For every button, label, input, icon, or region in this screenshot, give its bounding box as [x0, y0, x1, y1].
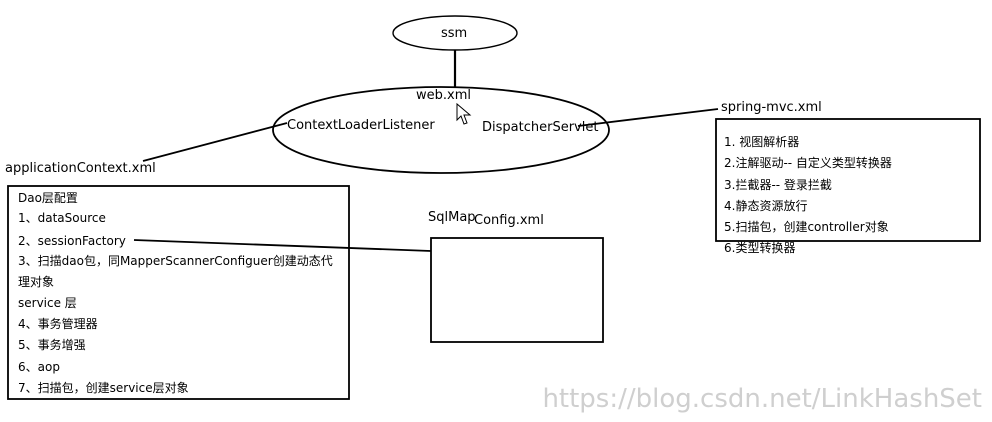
app-context-line-8: 5、事务增强: [18, 338, 86, 352]
app-context-line-6: service 层: [18, 296, 77, 310]
web-xml-label: web.xml: [416, 88, 471, 103]
app-context-line-1: Dao层配置: [18, 191, 78, 205]
app-context-line-5: 理对象: [18, 275, 55, 289]
application-context-box: [7, 185, 350, 400]
spring-mvc-line-6: 6.类型转换器: [724, 241, 796, 255]
app-context-line-3: 2、sessionFactory: [18, 234, 126, 248]
web-xml-ellipse: [272, 86, 610, 174]
context-loader-connector: [142, 122, 288, 162]
dispatcher-servlet-label: DispatcherServlet: [482, 120, 599, 135]
application-context-title: applicationContext.xml: [5, 161, 156, 176]
session-factory-connector: [133, 239, 432, 252]
app-context-line-4: 3、扫描dao包，同MapperScannerConfiguer创建动态代: [18, 254, 333, 268]
spring-mvc-line-5: 5.扫描包，创建controller对象: [724, 220, 889, 234]
ssm-label: ssm: [441, 26, 468, 41]
app-context-line-7: 4、事务管理器: [18, 317, 98, 331]
sqlmap-config-title-right: Config.xml: [474, 213, 544, 228]
cursor-icon: [456, 102, 472, 125]
dispatcher-connector: [577, 108, 719, 127]
app-context-line-10: 7、扫描包，创建service层对象: [18, 381, 189, 395]
watermark-text: https://blog.csdn.net/LinkHashSet: [542, 384, 982, 414]
spring-mvc-line-3: 3.拦截器-- 登录拦截: [724, 178, 832, 192]
spring-mvc-title: spring-mvc.xml: [721, 100, 822, 115]
sqlmap-config-box: [430, 237, 604, 343]
context-loader-listener-label: ContextLoaderListener: [287, 118, 435, 133]
spring-mvc-line-2: 2.注解驱动-- 自定义类型转换器: [724, 156, 892, 170]
spring-mvc-line-4: 4.静态资源放行: [724, 199, 808, 213]
spring-mvc-line-1: 1. 视图解析器: [724, 135, 800, 149]
app-context-line-9: 6、aop: [18, 360, 60, 374]
sqlmap-config-title-left: SqlMap: [428, 210, 476, 225]
spring-mvc-box: [715, 118, 981, 242]
app-context-line-2: 1、dataSource: [18, 211, 106, 225]
